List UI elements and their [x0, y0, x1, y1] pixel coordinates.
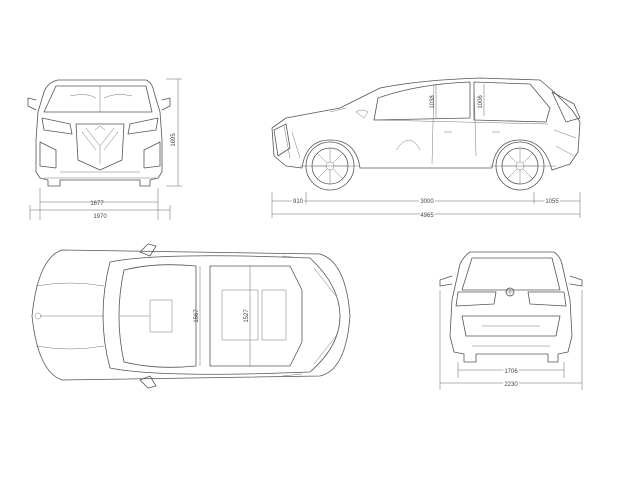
front-overhang-label: 910	[293, 199, 304, 205]
front-track-label: 1677	[90, 201, 104, 207]
front-wheel-side	[305, 141, 355, 191]
side-length-dimensions: 910 3000 1055 4965	[271, 192, 581, 221]
headroom-dimensions: 1038 1006	[430, 84, 485, 118]
length-label: 4965	[420, 213, 434, 219]
front-shoulder-label: 1567	[194, 309, 200, 323]
front-track-dimension: 1677	[39, 188, 159, 220]
rear-wheel-side	[495, 141, 545, 191]
rear-overhang-label: 1055	[545, 199, 559, 205]
side-view	[271, 77, 581, 171]
height-label: 1695	[171, 133, 177, 147]
width-with-mirrors-label: 2230	[504, 382, 518, 388]
shoulder-dimensions: 1567 1527	[194, 266, 251, 366]
rear-width-dimension: 2230	[439, 290, 583, 390]
wheelbase-label: 3000	[420, 199, 434, 205]
front-width-dimension: 1970	[29, 205, 171, 220]
rear-track-dimension: 1706	[457, 362, 565, 378]
top-view	[31, 243, 351, 389]
rear-track-label: 1706	[504, 369, 518, 375]
front-view	[27, 79, 171, 187]
rear-shoulder-label: 1527	[244, 309, 250, 323]
rear-headroom-label: 1006	[478, 95, 484, 109]
front-width-label: 1970	[93, 214, 107, 220]
front-headroom-label: 1038	[430, 95, 436, 109]
front-height-dimension: 1695	[166, 78, 182, 187]
rear-view	[439, 251, 583, 363]
